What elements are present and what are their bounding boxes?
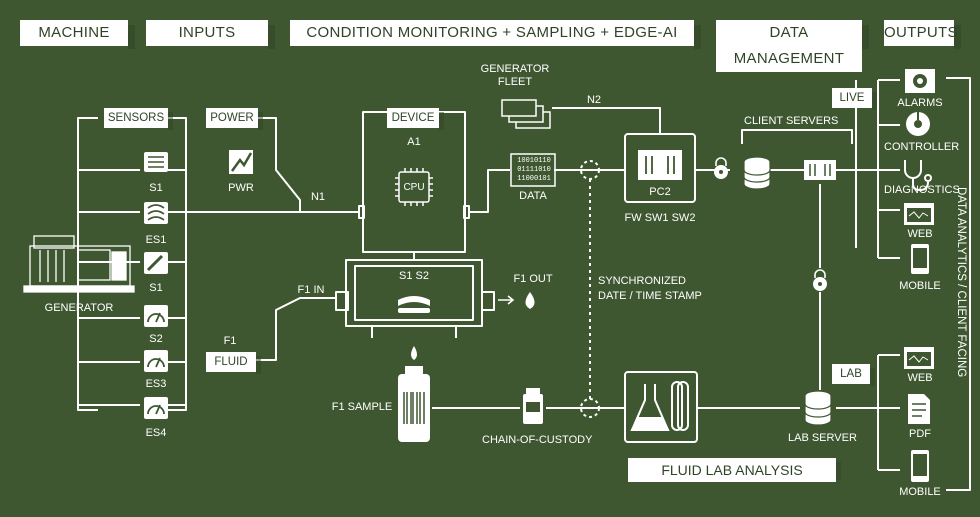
tag-live: LIVE [832,88,877,110]
sample-bottle-icon [398,366,430,442]
database-icon-client [743,156,771,190]
web-icon-lab [904,347,934,369]
label-mobile-live: MOBILE [899,280,941,292]
lab-flask-icon [630,381,689,431]
fluid-in-line [206,297,336,361]
label-pc2: PC2 [649,186,671,198]
power-icon [229,150,253,174]
label-controller: CONTROLLER [884,141,960,153]
device-to-data-line [469,169,510,213]
tag-lab: LAB [832,364,875,386]
pdf-icon [908,394,930,424]
label-web-live: WEB [907,228,933,240]
label-sensor-s2: S2 [149,333,163,345]
label-data-analytics: DATA ANALYTICS / CLIENT FACING [955,187,967,378]
gauge-icon-es4 [144,397,168,419]
alarm-icon [905,69,935,93]
label-f1-in: F1 IN [297,284,325,296]
tag-device: DEVICE [387,108,444,130]
lock-icon-live [714,157,728,179]
lock-icon-lab [813,269,827,291]
client-servers-bracket [741,129,853,144]
label-web-lab: WEB [907,372,933,384]
label-lab-server: LAB SERVER [788,432,857,444]
header-monitoring: CONDITION MONITORING + SAMPLING + EDGE-A… [290,20,701,49]
cpu-icon [395,168,433,206]
device-right-port [463,205,470,219]
sensor-module-inner [354,265,474,321]
label-client-servers: CLIENT SERVERS [744,115,839,127]
tag-power: POWER [206,108,263,130]
mobile-icon-lab [911,450,929,482]
fleet-to-pc2-line [552,107,661,134]
gauge-icon-es3 [144,350,168,372]
drop-icon-sample [411,346,417,360]
label-generator-fleet: GENERATOR FLEET [480,63,550,88]
web-icon-live [904,203,934,225]
label-fw-sw: FW SW1 SW2 [624,212,696,224]
label-data: DATA [519,190,547,202]
label-pdf: PDF [909,428,931,440]
sensor-icon-s1-top [144,152,168,172]
live-outputs-branches [878,79,900,259]
tag-sensors: SENSORS [104,108,173,130]
label-cpu: CPU [403,182,425,193]
data-analytics-bracket [946,77,971,491]
label-f1-sample: F1 SAMPLE [331,401,393,413]
sensor-icon-s1 [144,252,168,274]
header-outputs: OUTPUTS [884,20,961,49]
label-a1: A1 [407,136,421,148]
generator-icon [23,235,135,293]
live-outputs-trunk [855,80,878,248]
label-sync-1: SYNCHRONIZED [598,275,687,287]
label-f1: F1 [223,335,237,347]
label-alarms: ALARMS [897,97,943,109]
device-left-port [358,205,365,219]
mobile-icon-live [911,244,929,274]
label-pwr: PWR [228,182,254,194]
label-binary-2: 01111010 [517,166,551,174]
sensor-icon-es1 [144,202,168,224]
data-icon [510,153,556,187]
label-sync-2: DATE / TIME STAMP [598,290,702,302]
f1-in-port [335,291,349,311]
label-n1: N1 [310,191,326,203]
sensors-bracket-left [77,117,98,411]
tag-fluid: FLUID [206,352,261,374]
chain-of-custody-vial-icon [523,388,543,424]
label-chain-of-custody: CHAIN-OF-CUSTODY [482,434,593,446]
label-mobile-lab: MOBILE [899,486,941,498]
header-data-management: DATA MANAGEMENT [716,20,869,72]
label-diagnostics: DIAGNOSTICS [884,184,960,196]
gauge-icon-s2 [144,305,168,327]
pc2-server-icon [638,150,682,180]
label-sensor-es4: ES4 [145,427,167,439]
stethoscope-icon [904,160,932,192]
label-generator: GENERATOR [44,302,114,314]
label-binary-1: 10010110 [517,157,551,165]
sensor-module-legs [371,326,457,338]
label-sensor-es3: ES3 [145,378,167,390]
sensor-module-icon [398,296,430,313]
label-sensor-es1: ES1 [145,234,167,246]
label-binary-3: 11000101 [517,175,551,183]
header-machine: MACHINE [20,20,135,49]
header-inputs: INPUTS [146,20,275,49]
f1-out-port [481,291,495,311]
label-n2: N2 [586,94,602,106]
label-s1-s2: S1 S2 [399,270,429,282]
client-server-icon [804,160,836,180]
sensors-bracket-right [168,117,187,411]
database-icon-lab [804,390,832,426]
f1-out-icon [498,292,535,309]
label-f1-out: F1 OUT [513,273,553,285]
lab-outputs-branches [856,354,900,471]
generator-fleet-icon [501,99,551,129]
controller-icon [906,112,930,136]
label-sensor-s1-top: S1 [149,182,163,194]
label-sensor-s1: S1 [149,282,163,294]
tag-fluid-lab-analysis: FLUID LAB ANALYSIS [628,458,841,482]
